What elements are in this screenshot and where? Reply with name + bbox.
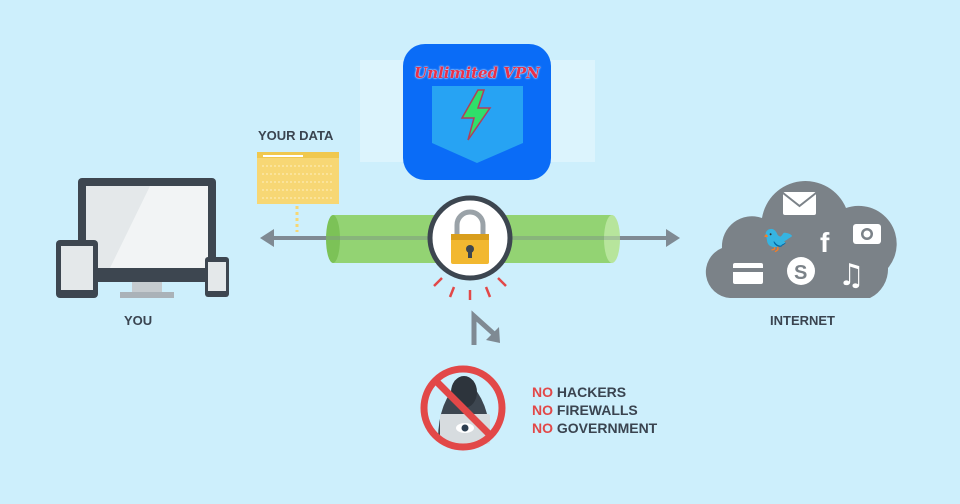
vpn-app-icon <box>360 44 595 180</box>
svg-text:S: S <box>794 262 807 284</box>
blocked-item: NO FIREWALLS <box>532 402 638 418</box>
redirect-arrow-icon <box>471 310 500 345</box>
skype-icon: S <box>787 257 815 285</box>
camera-icon <box>853 224 881 244</box>
your-data-label: YOUR DATA <box>258 128 334 143</box>
mail-icon <box>782 192 817 215</box>
alert-rays <box>433 277 507 300</box>
lock-icon <box>427 195 513 281</box>
twitter-icon: 🐦 <box>762 225 794 255</box>
data-document-icon <box>257 152 339 232</box>
devices-icon <box>56 178 229 298</box>
blocked-list: NO HACKERS NO FIREWALLS NO GOVERNMENT <box>532 383 657 437</box>
app-title: Unlimited VPN <box>414 64 540 82</box>
blocked-item: NO HACKERS <box>532 384 627 400</box>
internet-label: INTERNET <box>770 313 835 328</box>
no-hacker-icon <box>420 365 506 451</box>
facebook-icon: f <box>820 227 830 258</box>
blocked-item: NO GOVERNMENT <box>532 420 658 436</box>
credit-card-icon <box>733 263 763 284</box>
music-icon: ♫ <box>838 258 865 293</box>
you-label: YOU <box>124 313 153 328</box>
